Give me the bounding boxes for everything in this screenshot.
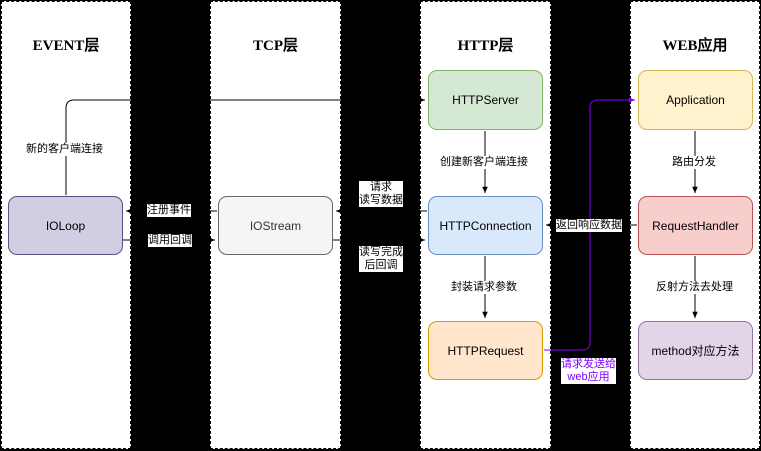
lane-title-tcp: TCP层 [252,38,298,54]
node-httpconnection: HTTPConnection [428,196,543,255]
label-register-event: 注册事件 [147,204,191,217]
label-rw-done-line2: 后回调 [364,259,398,271]
label-rw-done-line1: 读写完成 [359,246,403,258]
label-new-client: 新的客户端连接 [26,143,103,156]
label-send-web-line1: 请求发送给 [561,358,616,370]
node-httpserver: HTTPServer [428,70,543,130]
edge-ioloop-to-httpserver [65,97,425,195]
lane-title-web: WEB应用 [662,38,728,54]
node-ioloop: IOLoop [8,196,123,255]
node-requesthandler: RequestHandler [638,196,753,255]
label-rw-done: 读写完成 后回调 [359,246,403,272]
node-application: Application [638,70,753,130]
label-send-web: 请求发送给 web应用 [561,358,616,384]
label-return-resp: 返回响应数据 [556,219,622,232]
node-method: method对应方法 [638,321,753,380]
lane-title-http: HTTP层 [457,38,514,54]
label-wrap-params: 封装请求参数 [451,281,517,294]
label-route: 路由分发 [672,156,716,169]
label-reflect: 反射方法去处理 [656,281,733,294]
lane-title-event: EVENT层 [32,38,100,54]
label-request-rw-line1: 请求 [370,181,392,193]
label-request-rw: 请求 读写数据 [359,181,403,207]
label-send-web-line2: web应用 [567,371,610,383]
node-iostream: IOStream [218,196,333,255]
label-call-callback: 调用回调 [148,234,192,247]
label-request-rw-line2: 读写数据 [359,194,403,206]
label-create-conn: 创建新客户端连接 [440,156,528,169]
node-httprequest: HTTPRequest [428,321,543,380]
